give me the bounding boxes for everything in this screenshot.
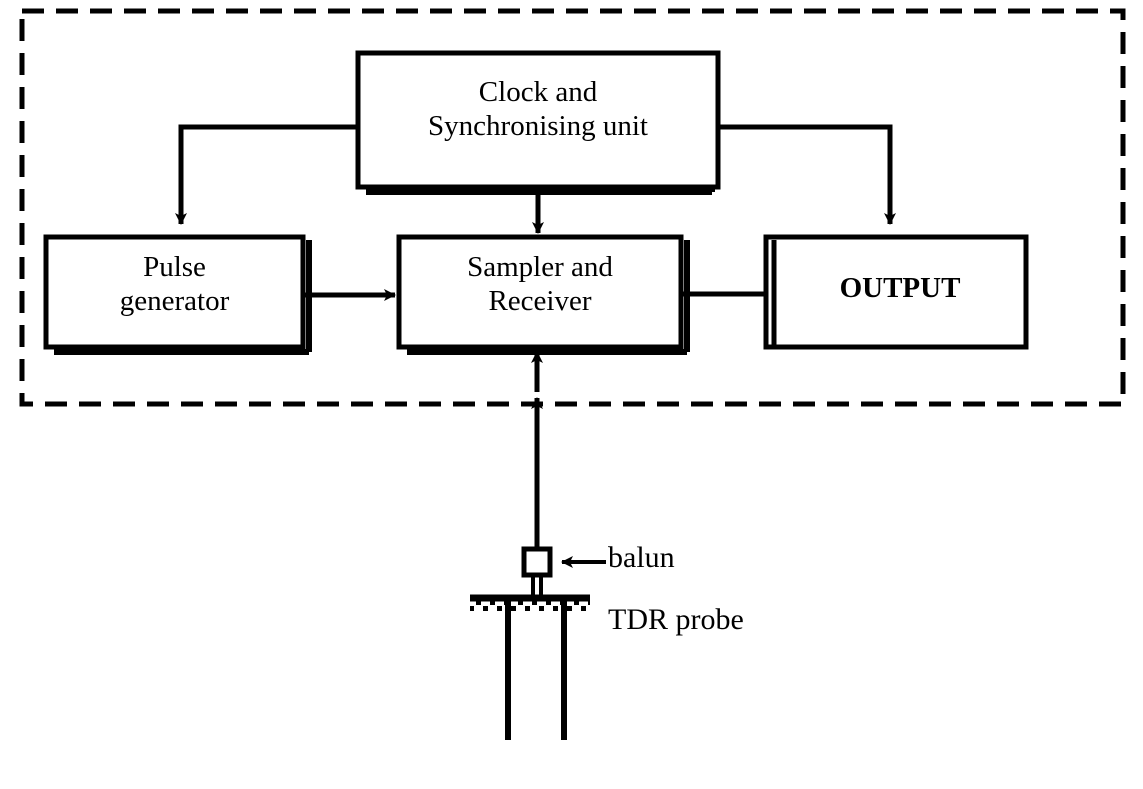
balun-square bbox=[521, 546, 553, 578]
clock-box-label: Clock and Synchronising unit bbox=[358, 76, 718, 143]
pulse-box bbox=[43, 234, 306, 350]
clock-box bbox=[355, 50, 721, 190]
instrument-enclosure-dashed-border bbox=[19, 8, 1126, 407]
connector-clock-to-pulse bbox=[175, 124, 358, 225]
pulse-box-label-line2: generator bbox=[119, 284, 230, 317]
tdr-probe-component[interactable] bbox=[470, 594, 590, 740]
sampler-box bbox=[396, 234, 684, 350]
block-output[interactable] bbox=[763, 234, 1029, 350]
tdr-probe-label: TDR probe bbox=[608, 603, 744, 636]
pulse-box-label-line1: Pulse bbox=[143, 251, 206, 283]
sampler-box-shadow bbox=[407, 240, 690, 355]
clock-box-label-line1: Clock and bbox=[478, 76, 598, 108]
balun-component[interactable] bbox=[521, 546, 606, 598]
sampler-box-label: Sampler and Receiver bbox=[399, 251, 681, 318]
output-box-label: OUTPUT bbox=[774, 272, 1026, 306]
sampler-box-label-line2: Receiver bbox=[488, 284, 592, 317]
sampler-box-label-line1: Sampler and bbox=[467, 251, 613, 283]
block-sampler-and-receiver[interactable] bbox=[396, 234, 690, 355]
block-clock-and-synchronising-unit[interactable] bbox=[355, 50, 721, 195]
pulse-box-shadow bbox=[54, 240, 312, 355]
balun-feed-lines bbox=[531, 575, 543, 598]
block-pulse-generator[interactable] bbox=[43, 234, 312, 355]
clock-box-label-line2: Synchronising unit bbox=[428, 109, 648, 142]
connector-clock-to-output bbox=[718, 124, 896, 225]
output-box-label-line1: OUTPUT bbox=[839, 272, 961, 304]
balun-label: balun bbox=[608, 541, 675, 574]
pulse-box-label: Pulse generator bbox=[46, 251, 303, 318]
output-box bbox=[763, 234, 1029, 350]
soil-hatch bbox=[470, 601, 590, 612]
